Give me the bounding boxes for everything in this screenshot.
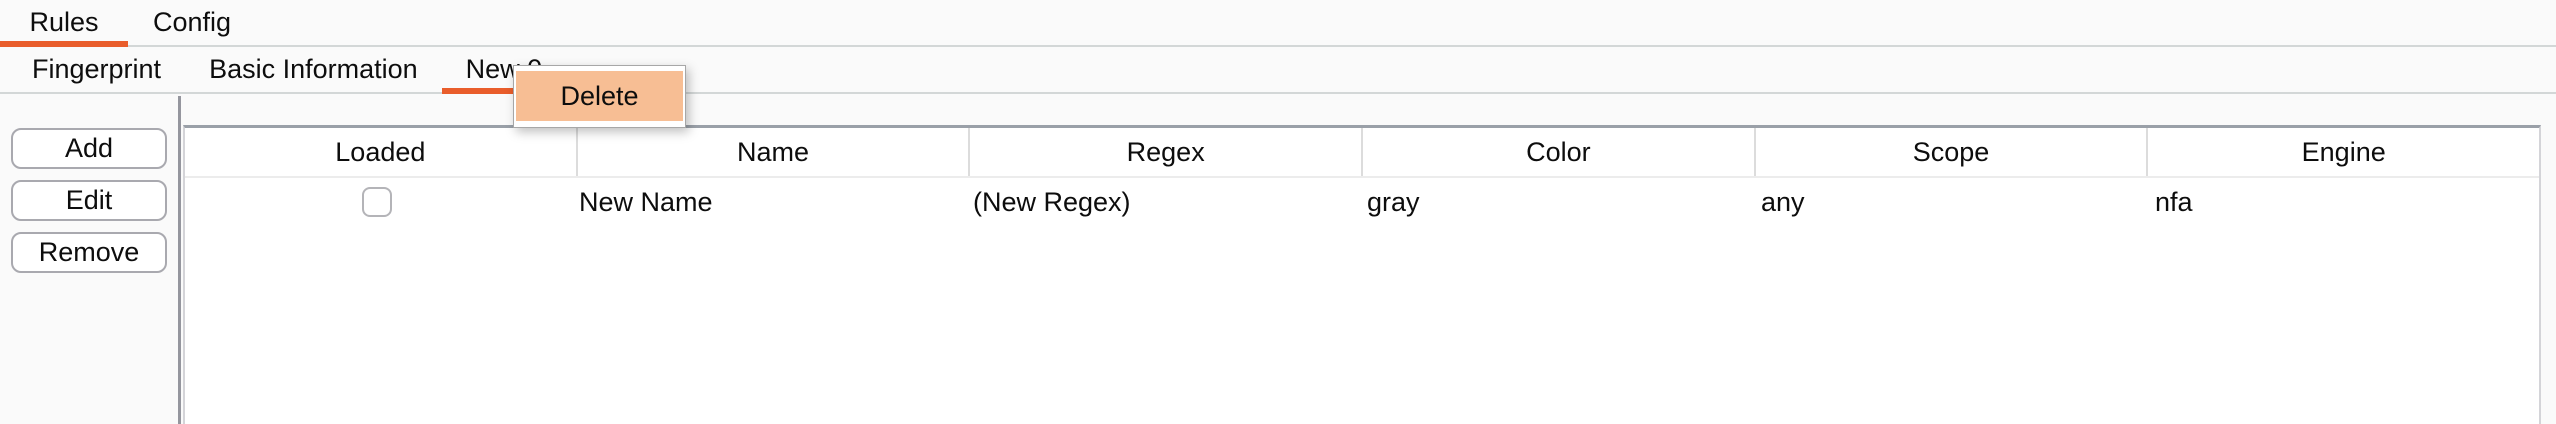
tab-basic-information-label: Basic Information (209, 54, 418, 84)
column-header-name[interactable]: Name (578, 128, 971, 176)
column-header-loaded[interactable]: Loaded (185, 128, 578, 176)
tab-fingerprint-label: Fingerprint (32, 54, 162, 84)
tab-rules-label: Rules (29, 7, 99, 37)
rules-table: Loaded Name Regex Color Scope Engine New… (183, 125, 2541, 424)
edit-button[interactable]: Edit (11, 180, 167, 221)
tab-rules[interactable]: Rules (0, 0, 128, 47)
cell-engine: nfa (2155, 186, 2193, 217)
cell-scope: any (1761, 186, 1805, 217)
context-menu-item-delete[interactable]: Delete (516, 71, 683, 121)
context-menu-item-delete-label: Delete (560, 80, 639, 111)
cell-name: New Name (579, 186, 713, 217)
tab-fingerprint[interactable]: Fingerprint (8, 47, 185, 92)
column-header-scope[interactable]: Scope (1756, 128, 2149, 176)
tab-basic-information[interactable]: Basic Information (185, 47, 442, 92)
column-header-engine[interactable]: Engine (2301, 136, 2386, 167)
context-menu: Delete (513, 65, 686, 128)
cell-loaded (185, 178, 569, 226)
add-button[interactable]: Add (11, 128, 167, 169)
cell-regex: (New Regex) (973, 186, 1131, 217)
secondary-tab-bar: Fingerprint Basic Information New 0 (0, 47, 2556, 94)
tab-config-label: Config (152, 7, 232, 37)
tab-config[interactable]: Config (128, 0, 256, 45)
table-header-row: Loaded Name Regex Color Scope Engine (185, 128, 2539, 178)
column-header-regex[interactable]: Regex (970, 128, 1364, 176)
primary-tab-bar: Rules Config (0, 0, 2556, 47)
table-row[interactable]: New Name (New Regex) gray any nfa (185, 178, 2539, 226)
action-button-panel: Add Edit Remove (0, 96, 181, 424)
cell-color: gray (1367, 186, 1420, 217)
loaded-checkbox[interactable] (362, 187, 392, 217)
remove-button[interactable]: Remove (11, 232, 167, 273)
column-header-color[interactable]: Color (1363, 128, 1756, 176)
